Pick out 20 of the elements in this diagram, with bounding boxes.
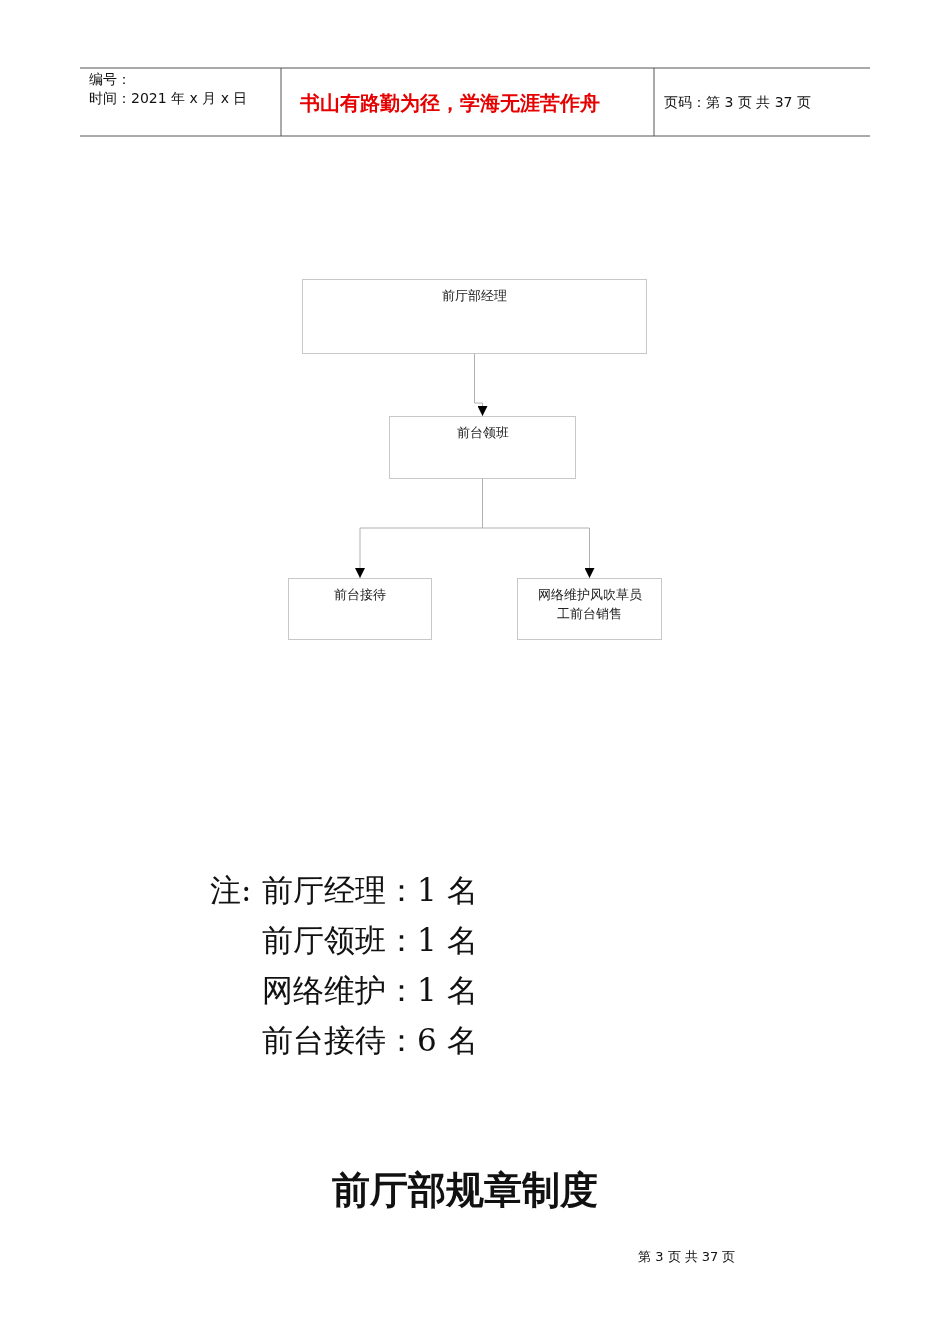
field-label: 编号： <box>89 71 131 89</box>
note-label: 注: <box>210 871 252 910</box>
staff-count: 前台接待：6 名 <box>262 1021 478 1060</box>
arrow <box>474 353 488 417</box>
org-box <box>389 416 576 479</box>
box-label: 前厅部经理 <box>442 287 507 305</box>
box-label: 网络维护风吹草员工前台销售 <box>536 586 643 623</box>
org-box <box>302 279 647 354</box>
motto: 书山有路勤为径，学海无涯苦作舟 <box>300 90 600 117</box>
page-footer: 第 3 页 共 37 页 <box>638 1248 736 1266</box>
date-field: 时间：2021 年 x 月 x 日 <box>89 90 248 108</box>
page-count: 页码：第 3 页 共 37 页 <box>664 94 811 112</box>
org-box <box>517 578 662 640</box>
box-label: 前台领班 <box>456 424 509 442</box>
section-heading: 前厅部规章制度 <box>332 1166 598 1214</box>
org-box <box>288 578 432 640</box>
box-label: 前台接待 <box>334 586 386 604</box>
staff-count: 前厅经理：1 名 <box>262 871 478 910</box>
staff-count: 网络维护：1 名 <box>262 971 478 1010</box>
staff-count: 前厅领班：1 名 <box>262 921 478 960</box>
